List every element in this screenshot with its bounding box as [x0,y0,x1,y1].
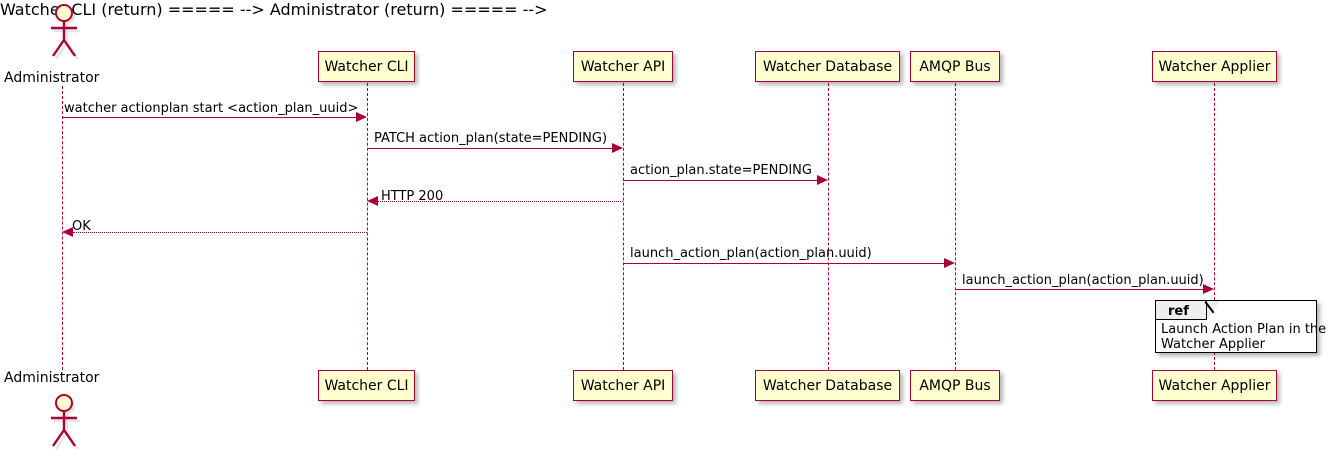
lifeline-amqp-bus [955,83,956,370]
actor-label-administrator-top: Administrator [4,70,100,86]
ref-fragment-body-line-2: Watcher Applier [1161,337,1265,352]
lifeline-watcher-applier [1214,83,1215,370]
ref-fragment-tab [1156,301,1207,320]
message-line-2 [367,148,612,149]
participant-watcher-applier-bottom[interactable]: Watcher Applier [1152,370,1277,401]
message-label-2: PATCH action_plan(state=PENDING) [374,131,608,146]
participant-label: Watcher Applier [1158,58,1271,75]
message-line-4 [378,201,623,202]
participant-label: Watcher CLI [324,58,409,75]
participant-label: Watcher Database [762,58,893,75]
message-arrowhead-7 [1203,284,1214,294]
participant-label: AMQP Bus [919,58,991,75]
participant-label: Watcher CLI [324,377,409,394]
lifeline-watcher-api [623,83,624,370]
message-label-5: OK [72,219,91,234]
participant-watcher-cli-top[interactable]: Watcher CLI [318,51,415,82]
participant-amqp-bus-top[interactable]: AMQP Bus [910,51,1000,82]
participant-label: AMQP Bus [919,377,991,394]
message-arrowhead-6 [944,258,955,268]
message-line-1 [62,117,356,118]
ref-fragment-tab-label: ref [1168,304,1189,319]
message-arrowhead-1 [356,112,367,122]
participant-label: Watcher API [580,58,666,75]
actor-administrator-top [51,4,80,60]
ref-fragment: ref Launch Action Plan in the Watcher Ap… [1155,300,1326,353]
message-arrowhead-3 [817,175,828,185]
participant-watcher-api-top[interactable]: Watcher API [573,51,673,82]
message-label-4: HTTP 200 [381,189,444,204]
actor-label-administrator-bottom: Administrator [4,370,100,386]
participant-label: Watcher Applier [1158,377,1271,394]
participant-watcher-api-bottom[interactable]: Watcher API [573,370,673,401]
lifeline-watcher-cli [367,83,368,370]
actor-administrator-bottom [51,394,80,450]
participant-watcher-database-bottom[interactable]: Watcher Database [755,370,900,401]
message-label-7: launch_action_plan(action_plan.uuid) [962,273,1204,288]
message-line-3 [623,180,817,181]
participant-label: Watcher Database [762,377,893,394]
message-line-7 [955,289,1203,290]
participant-watcher-database-top[interactable]: Watcher Database [755,51,900,82]
participant-label: Watcher API [580,377,666,394]
message-line-5 [73,232,367,233]
message-arrowhead-2 [612,143,623,153]
message-line-6 [623,263,944,264]
participant-amqp-bus-bottom[interactable]: AMQP Bus [910,370,1000,401]
participant-watcher-cli-bottom[interactable]: Watcher CLI [318,370,415,401]
message-label-6: launch_action_plan(action_plan.uuid) [630,246,872,261]
message-arrowhead-5 [62,227,73,237]
ref-fragment-body-line-1: Launch Action Plan in the [1161,322,1327,337]
participant-watcher-applier-top[interactable]: Watcher Applier [1152,51,1277,82]
message-arrowhead-4 [367,196,378,206]
lifeline-watcher-database [828,83,829,370]
message-label-3: action_plan.state=PENDING [630,163,812,178]
message-label-1: watcher actionplan start <action_plan_uu… [64,101,359,116]
